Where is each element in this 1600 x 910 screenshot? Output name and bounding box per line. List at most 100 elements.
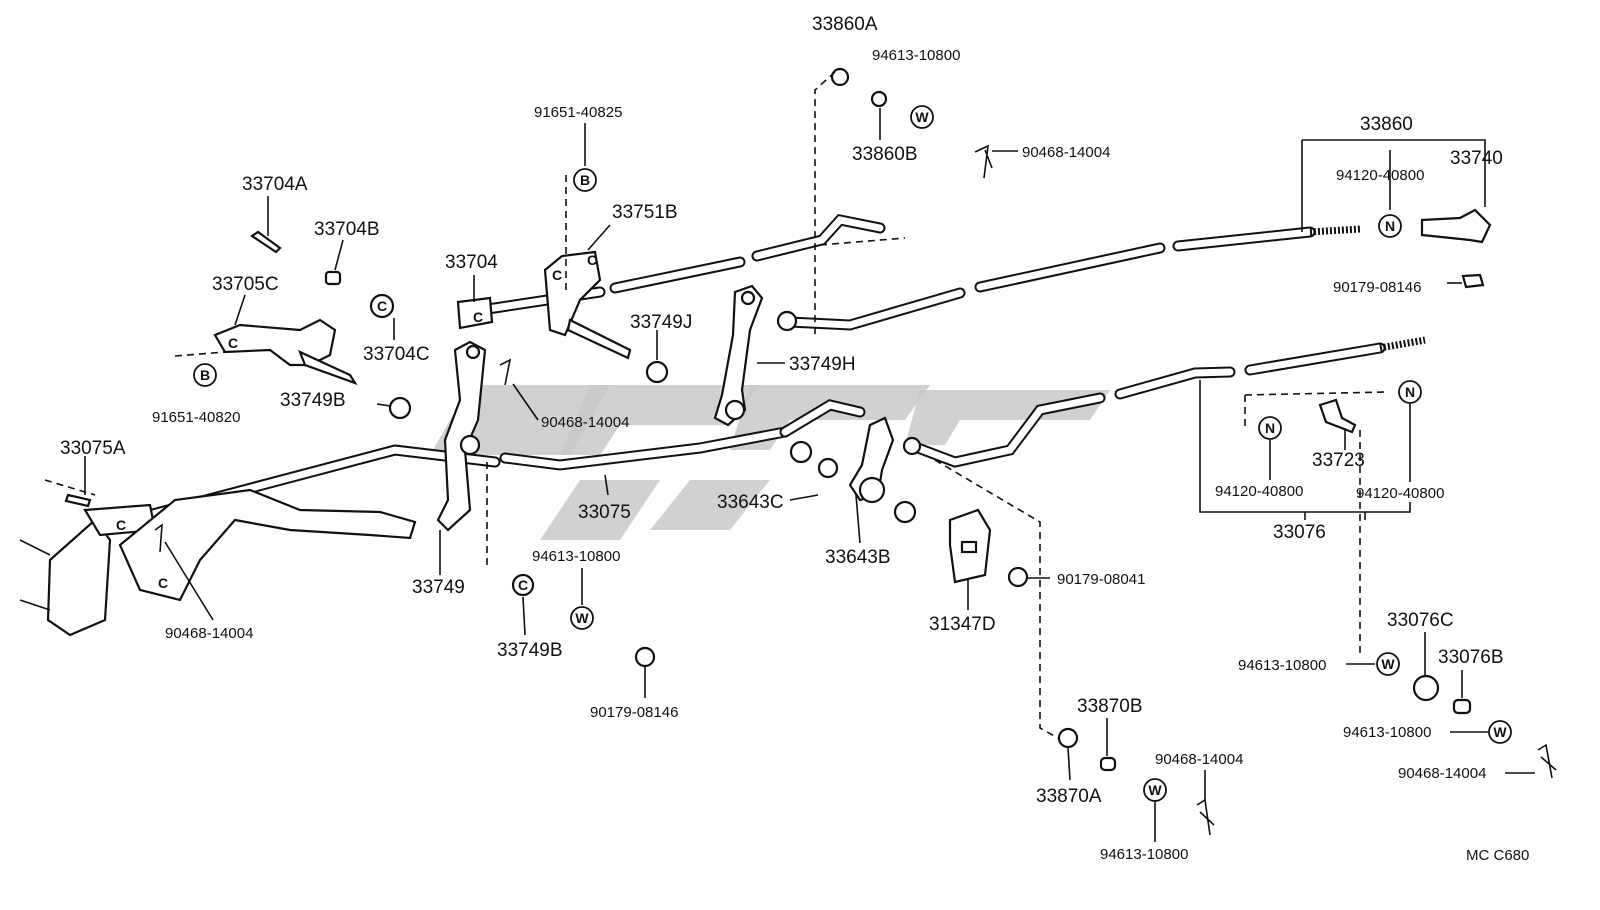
leader-lines <box>84 108 1535 842</box>
lever-33643B <box>848 416 917 524</box>
washer-symbol: W <box>575 610 589 626</box>
cotter-pin-right <box>1537 743 1557 779</box>
label-94120-40800-right: 94120-40800 <box>1356 485 1444 502</box>
label-33751B: 33751B <box>612 202 678 223</box>
socket-33740 <box>1420 208 1492 244</box>
pedal-assembly-left: C C <box>19 488 417 637</box>
label-90468-14004-r: 90468-14004 <box>1398 765 1486 782</box>
clip-symbol: C <box>552 267 562 283</box>
bushing-33749J <box>645 360 669 384</box>
bushing-33870B <box>1099 756 1117 772</box>
rod-33076 <box>904 336 1426 468</box>
clip-symbol: C <box>377 298 387 314</box>
cotter-pin-top <box>974 144 993 179</box>
label-90179-08146-low: 90179-08146 <box>590 704 678 721</box>
nut-90179-08041 <box>1007 566 1029 588</box>
lever-33749 <box>436 340 487 532</box>
label-33075A: 33075A <box>60 438 126 459</box>
nut-symbol: N <box>1405 384 1415 400</box>
lever-33749H <box>713 284 764 427</box>
bushing-33076B <box>1452 698 1472 715</box>
label-90468-14004-left: 90468-14004 <box>165 625 253 642</box>
label-33860: 33860 <box>1360 114 1413 135</box>
nut-symbol: N <box>1265 420 1275 436</box>
bolt-33075A <box>64 493 92 508</box>
label-90468-14004-mid: 90468-14004 <box>541 414 629 431</box>
symbol-nut-right: N <box>1398 380 1422 404</box>
bolt-33704A <box>250 230 282 254</box>
label-33075: 33075 <box>578 502 631 523</box>
nut-90179-08146-right <box>1461 273 1485 289</box>
nut-90179-08146-low <box>634 646 656 668</box>
label-33076B: 33076B <box>1438 647 1504 668</box>
symbol-bolt-left: B <box>193 363 217 387</box>
label-33704B: 33704B <box>314 219 380 240</box>
clip-symbol: C <box>473 309 483 325</box>
bushing-33749B-upper <box>388 396 412 420</box>
bolt-symbol: B <box>200 367 210 383</box>
dashed-guides <box>44 71 1389 739</box>
symbol-nut-top-right: N <box>1378 214 1402 238</box>
label-90179-08146-right: 90179-08146 <box>1333 279 1421 296</box>
washer-symbol: W <box>1381 656 1395 672</box>
washer-symbol: W <box>1148 782 1162 798</box>
clip-31347D <box>948 508 992 584</box>
label-33860A: 33860A <box>812 14 878 35</box>
label-33740: 33740 <box>1450 148 1503 169</box>
label-33870A: 33870A <box>1036 786 1102 807</box>
symbol-washer-bottom: W <box>1143 778 1167 802</box>
pin-33704B <box>324 270 342 286</box>
bushing-33860A <box>830 67 850 87</box>
bushing-33076C <box>1412 674 1440 702</box>
bushing-rod-33076-end <box>902 436 922 456</box>
label-33749H: 33749H <box>789 354 856 375</box>
label-94613-10800-top: 94613-10800 <box>872 47 960 64</box>
bushing-33749B-lower: C <box>511 573 535 597</box>
part-33723 <box>1318 398 1357 434</box>
label-91651-40825: 91651-40825 <box>534 104 622 121</box>
label-91651-40820: 91651-40820 <box>152 409 240 426</box>
symbol-washer-top: W <box>910 105 934 129</box>
label-33870B: 33870B <box>1077 696 1143 717</box>
bracket-33751B: C C <box>543 250 632 360</box>
label-94613-10800-mid: 94613-10800 <box>532 548 620 565</box>
label-33704A: 33704A <box>242 174 308 195</box>
bushing-33749H-end <box>776 310 798 332</box>
washer-symbol: W <box>1493 724 1507 740</box>
diagram-code: MC C680 <box>1466 847 1529 864</box>
bushing-33860B <box>870 90 888 108</box>
label-94613-10800-bot: 94613-10800 <box>1100 846 1188 863</box>
bushing-33870A <box>1057 727 1079 749</box>
symbol-washer-right2: W <box>1488 720 1512 744</box>
bushing-33643C <box>789 440 839 479</box>
label-90468-14004-top: 90468-14004 <box>1022 144 1110 161</box>
label-33860B: 33860B <box>852 144 918 165</box>
label-90179-08041: 90179-08041 <box>1057 571 1145 588</box>
label-94613-10800-r2: 94613-10800 <box>1343 724 1431 741</box>
part-labels: 33860A 94613-10800 33860B 90468-14004 91… <box>60 14 1529 864</box>
rod-33860 <box>784 225 1361 331</box>
clip-symbol: C <box>587 252 597 268</box>
washer-symbol: W <box>915 109 929 125</box>
label-33643C: 33643C <box>717 492 784 513</box>
label-94120-40800-left: 94120-40800 <box>1215 483 1303 500</box>
clip-symbol: C <box>228 335 238 351</box>
label-33749B-lower: 33749B <box>497 640 563 661</box>
label-33749B-upper: 33749B <box>280 390 346 411</box>
symbol-washer-right1: W <box>1376 652 1400 676</box>
label-94120-40800-top: 94120-40800 <box>1336 167 1424 184</box>
rod-33751B <box>462 213 886 318</box>
label-33704C: 33704C <box>363 344 430 365</box>
clip-symbol: C <box>158 575 168 591</box>
bracket-33705C: C <box>213 318 358 386</box>
symbol-bolt-top: B <box>573 168 597 192</box>
clip-symbol: C <box>518 577 528 593</box>
label-31347D: 31347D <box>929 614 996 635</box>
symbol-nut-left: N <box>1258 416 1282 440</box>
bolt-symbol: B <box>580 172 590 188</box>
label-33704: 33704 <box>445 252 498 273</box>
label-33749J: 33749J <box>630 312 692 333</box>
label-33076: 33076 <box>1273 522 1326 543</box>
label-33705C: 33705C <box>212 274 279 295</box>
